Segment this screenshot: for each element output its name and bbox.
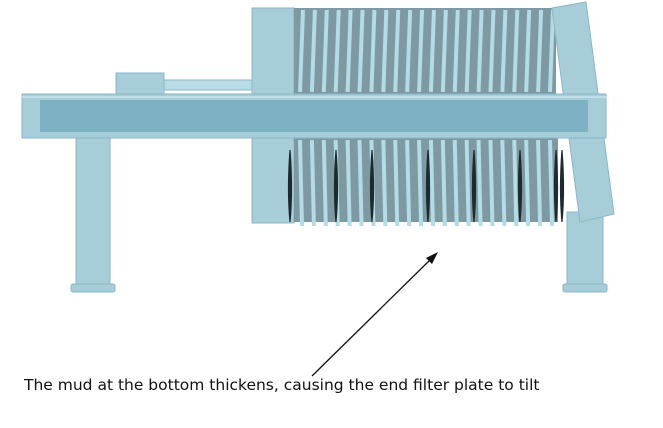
filter-plate-upper	[452, 9, 460, 93]
annotation-caption: The mud at the bottom thickens, causing …	[24, 376, 540, 394]
mud-wedge	[553, 149, 559, 223]
filter-plate-lower	[345, 139, 352, 227]
left-support-leg	[75, 137, 111, 291]
filter-plate-lower	[524, 139, 531, 227]
filter-plate-upper	[548, 9, 555, 93]
filter-plate-lower	[476, 139, 483, 227]
filter-plate-lower	[440, 139, 447, 227]
filter-plate-lower	[309, 139, 316, 227]
filter-plate-upper	[309, 9, 317, 93]
filter-plate-lower	[464, 139, 471, 227]
filter-plate-upper	[321, 9, 329, 93]
filter-plate-lower	[405, 139, 412, 227]
mud-wedge	[369, 149, 375, 223]
filter-plate-lines-upper	[298, 9, 555, 93]
mud-wedge	[517, 149, 523, 223]
filter-plate-upper	[500, 9, 508, 93]
filter-plate-lower	[500, 139, 507, 227]
mud-wedge	[287, 149, 293, 223]
filter-plate-upper	[464, 9, 472, 93]
filter-plate-lower	[428, 139, 435, 227]
left-leg-foot	[70, 283, 116, 293]
mud-deposits	[287, 149, 565, 223]
filter-plate-lower	[512, 139, 519, 227]
filter-plate-lower	[393, 139, 400, 227]
filter-plate-lower	[536, 139, 543, 227]
filter-plate-lower	[381, 139, 388, 227]
filter-plate-lower	[357, 139, 364, 227]
filter-plate-upper	[476, 9, 484, 93]
right-leg-foot	[562, 283, 608, 293]
filter-plate-lower	[548, 139, 554, 227]
piston-rod	[163, 79, 255, 91]
filter-plate-upper	[512, 9, 520, 93]
filter-plate-upper	[369, 9, 377, 93]
filter-plate-upper	[381, 9, 389, 93]
filter-plate-lower	[488, 139, 495, 227]
filter-plate-upper	[488, 9, 496, 93]
mud-wedge	[471, 149, 477, 223]
right-support-leg	[566, 211, 604, 291]
cylinder-block	[115, 72, 165, 96]
mud-wedge	[333, 149, 339, 223]
filter-plate-upper	[417, 9, 425, 93]
annotation-arrow	[311, 257, 433, 377]
filter-plate-upper	[405, 9, 413, 93]
filter-plate-upper	[345, 9, 353, 93]
side-beam-inner	[40, 100, 588, 132]
filter-plate-lower	[298, 139, 304, 227]
filter-plate-upper	[428, 9, 436, 93]
mud-wedge	[559, 149, 565, 223]
filter-plate-upper	[357, 9, 365, 93]
filter-plate-upper	[536, 9, 544, 93]
filter-plate-upper	[333, 9, 341, 93]
filter-plate-lower	[452, 139, 459, 227]
filter-plate-upper	[298, 9, 305, 93]
filter-plate-lower	[321, 139, 328, 227]
filter-plate-upper	[393, 9, 401, 93]
annotation-arrow-head	[426, 252, 438, 264]
filter-plate-upper	[440, 9, 448, 93]
filter-plate-lower	[417, 139, 424, 227]
mud-wedge	[425, 149, 431, 223]
filter-plate-upper	[524, 9, 532, 93]
